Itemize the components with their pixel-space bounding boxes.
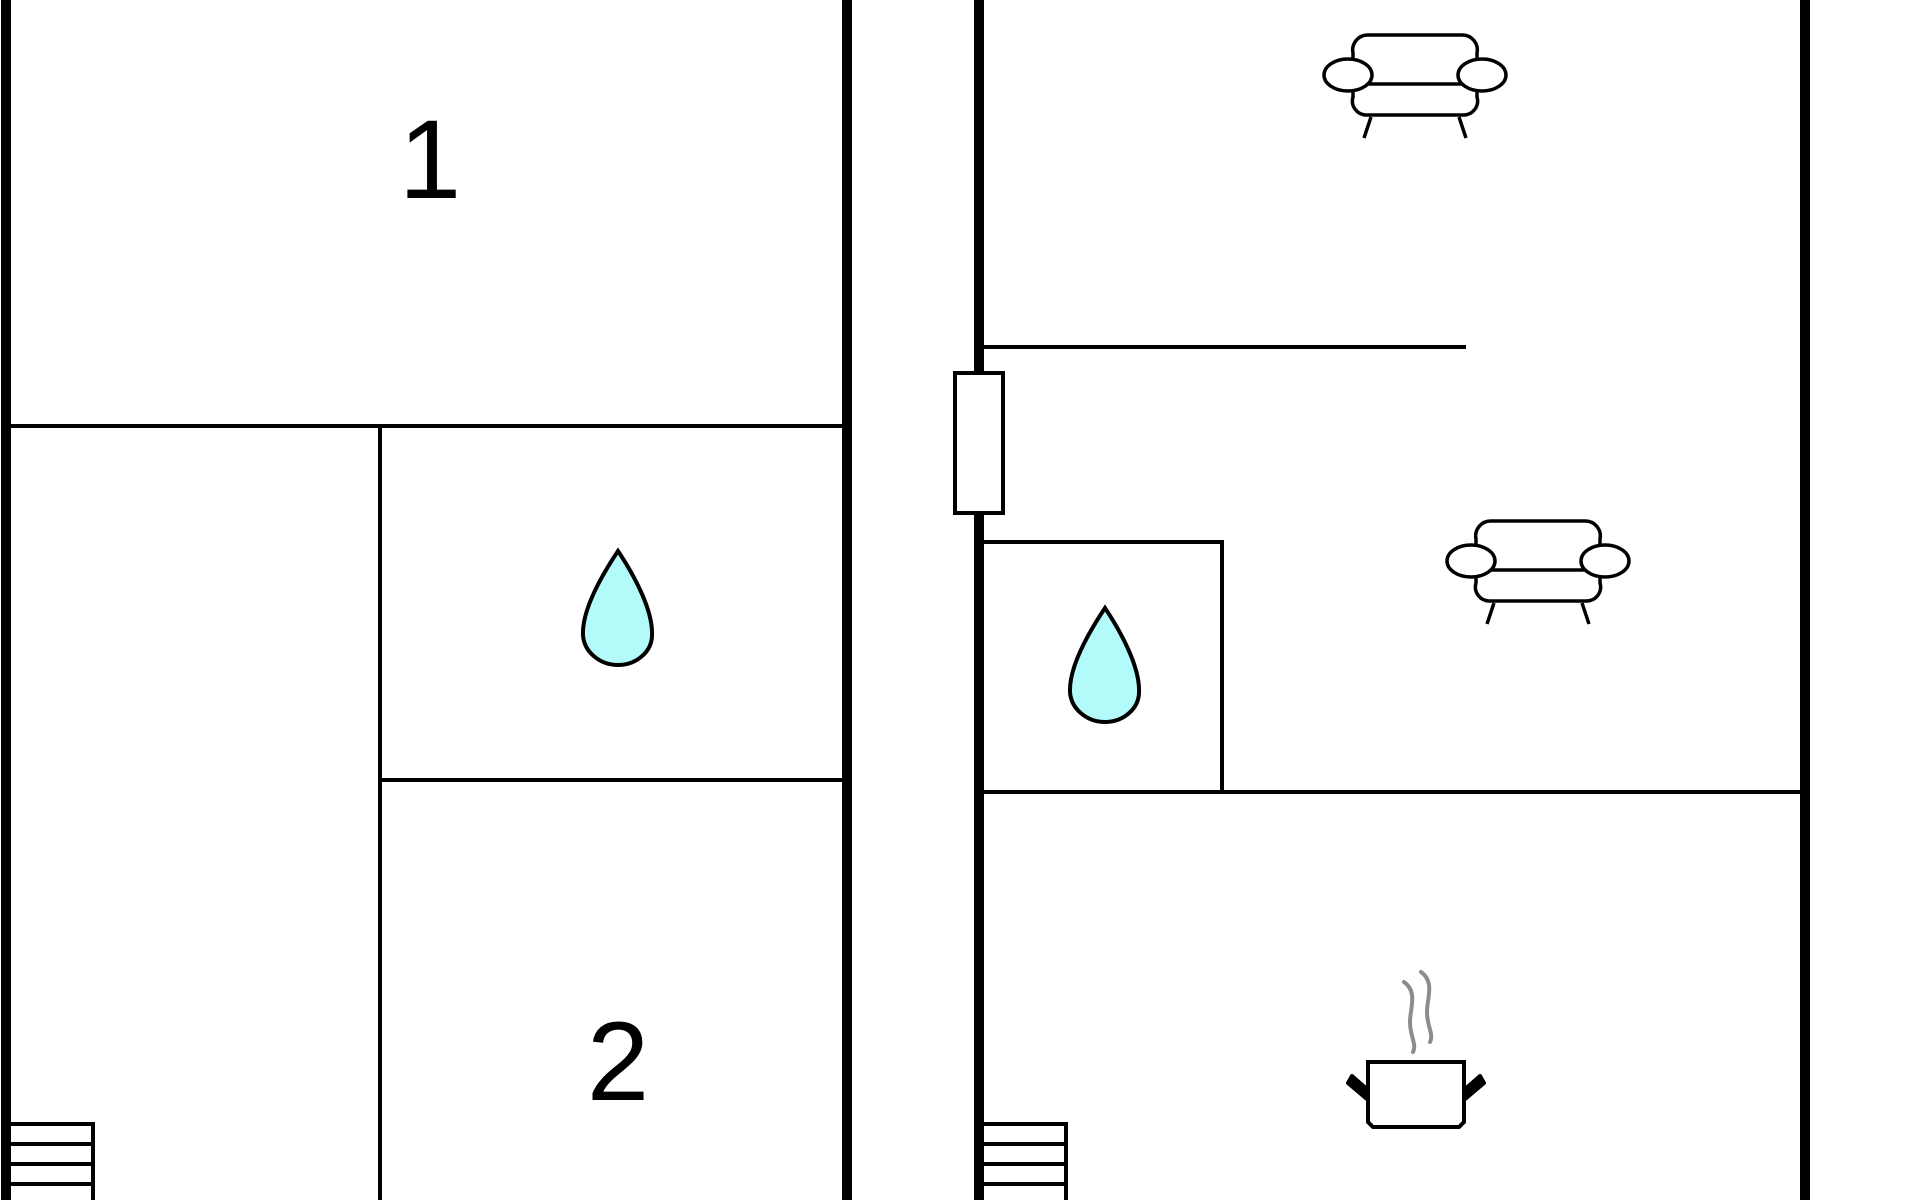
room-number-1: 1	[399, 97, 461, 222]
sofa-icon	[1445, 519, 1631, 625]
bathroom-2-walls	[982, 540, 1224, 792]
left-unit-walls	[1, 0, 852, 1200]
door-icon	[953, 371, 1005, 515]
room-number-2: 2	[587, 999, 649, 1124]
stairs-icon	[11, 1122, 95, 1200]
water-drop-icon	[580, 547, 655, 668]
steam-icon	[1419, 970, 1434, 1044]
cooking-pot-icon	[1346, 970, 1486, 1129]
steam-icon	[1402, 980, 1417, 1054]
water-drop-icon	[1067, 604, 1142, 725]
sofa-icon	[1322, 33, 1508, 139]
stairs-icon	[984, 1122, 1068, 1200]
right-unit-walls	[974, 0, 1810, 1200]
